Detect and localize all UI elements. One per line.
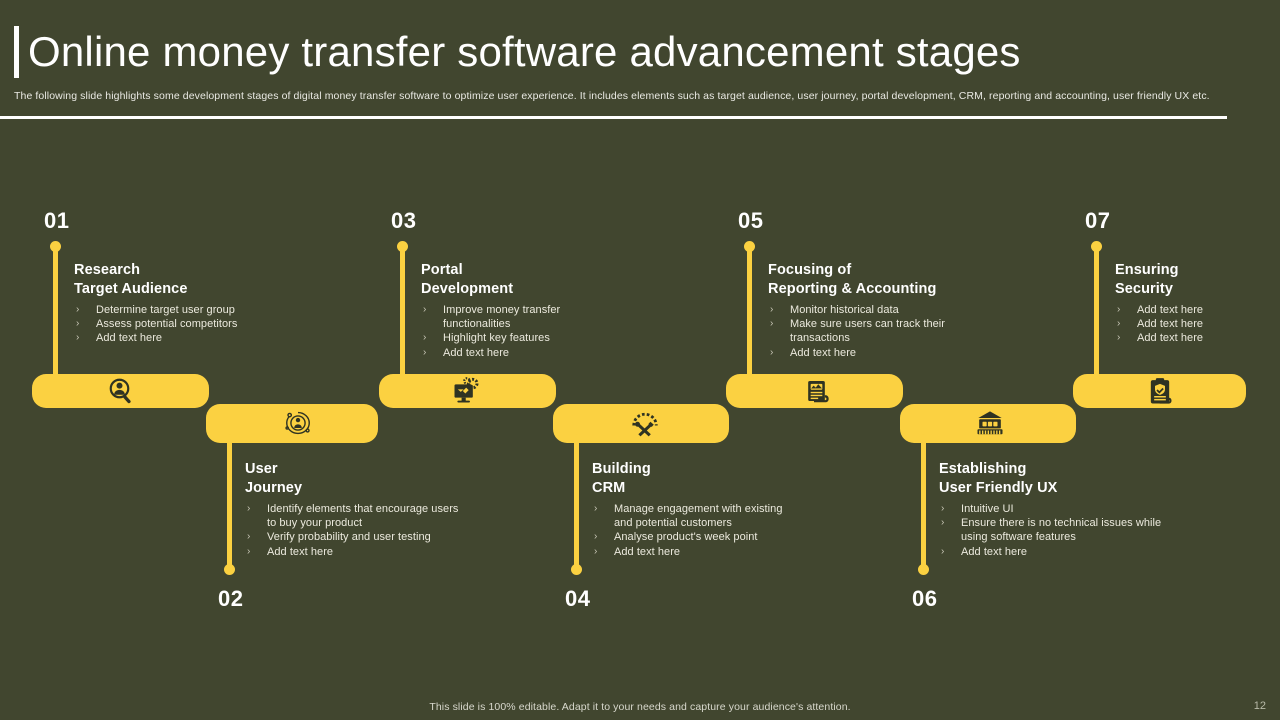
page-number: 12 — [1253, 700, 1266, 712]
connector-dot-02 — [224, 564, 235, 575]
chevron-right-icon: › — [76, 304, 80, 315]
chevron-right-icon: › — [247, 503, 251, 514]
stage-card-03: Portal Development ›Improve money transf… — [421, 261, 581, 360]
stage-bullets-01: ›Determine target user group ›Assess pot… — [74, 303, 364, 346]
list-item: ›Monitor historical data — [770, 304, 899, 316]
list-item: ›Ensure there is no technical issues whi… — [941, 517, 1162, 544]
list-item: ›Add text here — [594, 545, 681, 558]
stage-card-06: Establishing User Friendly UX ›Intuitive… — [939, 460, 1169, 559]
connector-stem-01 — [53, 246, 58, 382]
chevron-right-icon: › — [941, 517, 945, 529]
stage-card-02: User Journey ›Identify elements that enc… — [245, 460, 460, 559]
chevron-right-icon: › — [941, 503, 945, 514]
connector-dot-06 — [918, 564, 929, 575]
page-subtitle: The following slide highlights some deve… — [14, 90, 1210, 102]
stage-title-04: Building CRM — [592, 461, 651, 496]
chevron-right-icon: › — [770, 304, 774, 315]
stage-number-05: 05 — [738, 208, 764, 233]
report-scroll-icon — [802, 376, 836, 406]
stage-title-05: Focusing of Reporting & Accounting — [768, 262, 937, 297]
stage-number-02: 02 — [218, 586, 244, 611]
chevron-right-icon: › — [423, 304, 427, 315]
stage-card-07: Ensuring Security ›Add text here ›Add te… — [1115, 261, 1265, 346]
chevron-right-icon: › — [423, 332, 427, 344]
list-item: ›Add text here — [1117, 332, 1204, 345]
chevron-right-icon: › — [594, 531, 598, 543]
stage-card-01: Research Target Audience ›Determine targ… — [74, 261, 364, 346]
list-item: ›Highlight key features — [423, 332, 550, 345]
chevron-right-icon: › — [770, 346, 774, 358]
chevron-right-icon: › — [247, 545, 251, 557]
chevron-right-icon: › — [1117, 318, 1121, 330]
stage-title-06: Establishing User Friendly UX — [939, 461, 1058, 496]
page-title: Online money transfer software advanceme… — [28, 28, 1021, 75]
chevron-right-icon: › — [76, 318, 80, 330]
connector-stem-03 — [400, 246, 405, 382]
list-item: ›Add text here — [247, 545, 334, 558]
chevron-right-icon: › — [594, 545, 598, 557]
list-item: ›Manage engagement with existing and pot… — [594, 503, 783, 530]
connector-stem-06 — [921, 434, 926, 569]
chevron-right-icon: › — [770, 318, 774, 330]
list-item: ›Make sure users can track their transac… — [770, 318, 945, 345]
list-item: ›Add text here — [941, 545, 1028, 558]
person-search-icon — [105, 376, 139, 406]
stage-card-05: Focusing of Reporting & Accounting ›Moni… — [768, 261, 968, 360]
list-item: ›Add text here — [76, 332, 163, 345]
stage-number-07: 07 — [1085, 208, 1111, 233]
timeline-band-2 — [206, 404, 378, 443]
stage-title-01: Research Target Audience — [74, 262, 188, 297]
title-accent-bar — [14, 26, 19, 78]
list-item: ›Add text here — [1117, 304, 1204, 316]
list-item: ›Add text here — [770, 346, 857, 359]
connector-dot-04 — [571, 564, 582, 575]
list-item: ›Intuitive UI — [941, 503, 1014, 515]
stage-bullets-07: ›Add text here ›Add text here ›Add text … — [1115, 303, 1265, 346]
list-item: ›Add text here — [1117, 318, 1204, 331]
monitor-gears-icon — [450, 376, 484, 406]
chevron-right-icon: › — [76, 332, 80, 344]
stage-number-01: 01 — [44, 208, 70, 233]
stage-number-06: 06 — [912, 586, 938, 611]
stage-bullets-03: ›Improve money transfer functionalities … — [421, 303, 581, 360]
list-item: ›Analyse product's week point — [594, 531, 758, 544]
stage-number-03: 03 — [391, 208, 417, 233]
list-item: ›Add text here — [423, 346, 510, 359]
stage-title-02: User Journey — [245, 461, 303, 496]
header-divider — [0, 116, 1227, 119]
footer-note: This slide is 100% editable. Adapt it to… — [429, 701, 851, 713]
stage-number-04: 04 — [565, 586, 591, 611]
stage-bullets-05: ›Monitor historical data ›Make sure user… — [768, 303, 968, 360]
connector-stem-05 — [747, 246, 752, 382]
stage-bullets-04: ›Manage engagement with existing and pot… — [592, 502, 802, 559]
list-item: ›Determine target user group — [76, 304, 235, 316]
clipboard-shield-icon — [1143, 376, 1177, 406]
list-item: ›Improve money transfer functionalities — [423, 304, 561, 331]
chevron-right-icon: › — [247, 531, 251, 543]
connector-stem-04 — [574, 434, 579, 569]
stage-title-07: Ensuring Security — [1115, 262, 1179, 297]
list-item: ›Identify elements that encourage users … — [247, 503, 459, 530]
chevron-right-icon: › — [1117, 332, 1121, 344]
stage-bullets-06: ›Intuitive UI ›Ensure there is no techni… — [939, 502, 1169, 559]
bank-building-icon — [973, 408, 1007, 438]
gear-tools-icon — [628, 408, 662, 438]
chevron-right-icon: › — [941, 545, 945, 557]
stage-title-03: Portal Development — [421, 262, 514, 297]
chevron-right-icon: › — [594, 503, 598, 514]
connector-stem-07 — [1094, 246, 1099, 382]
list-item: ›Verify probability and user testing — [247, 531, 431, 544]
list-item: ›Assess potential competitors — [76, 318, 238, 331]
timeline-band-4 — [553, 404, 729, 443]
stage-card-04: Building CRM ›Manage engagement with exi… — [592, 460, 802, 559]
user-journey-orbit-icon — [281, 408, 315, 438]
chevron-right-icon: › — [1117, 304, 1121, 315]
connector-stem-02 — [227, 434, 232, 569]
chevron-right-icon: › — [423, 346, 427, 358]
stage-bullets-02: ›Identify elements that encourage users … — [245, 502, 460, 559]
